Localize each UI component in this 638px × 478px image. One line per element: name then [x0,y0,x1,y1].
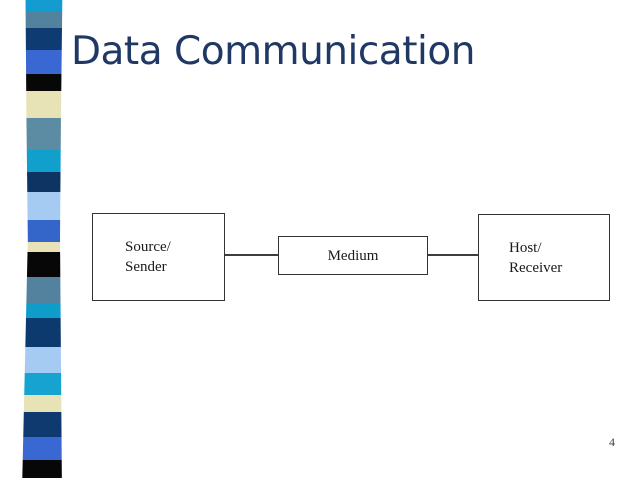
connector-line-medium-host [428,254,478,256]
ribbon-segment [22,28,63,50]
ribbon-segment [22,373,63,395]
ribbon-segment [22,460,63,478]
ribbon-segment [22,192,63,220]
diagram-box-host: Host/ Receiver [478,214,610,301]
ribbon-segment [22,347,63,373]
ribbon-segment [22,11,63,28]
ribbon-segment [22,220,63,242]
ribbon-segment [22,242,63,252]
diagram-box-source-label: Source/ Sender [125,239,171,275]
ribbon-segment [22,412,63,437]
diagram-box-source: Source/ Sender [92,213,225,301]
ribbon-segment [22,91,63,118]
ribbon-segment [22,172,63,192]
ribbon-segment [22,277,63,304]
decorative-ribbon [22,0,63,478]
ribbon-segment [22,437,63,460]
ribbon-segment [22,395,63,412]
ribbon-segment [22,150,63,172]
diagram-box-medium-label: Medium [327,247,379,264]
ribbon-segment [22,318,63,347]
ribbon-segment [22,252,63,277]
ribbon-segment [22,304,63,318]
slide-title: Data Communication [71,29,475,74]
ribbon-segment [22,118,63,150]
diagram-box-host-label: Host/ Receiver [509,239,563,276]
page-number: 4 [609,435,615,449]
connector-line-source-medium [225,254,278,256]
ribbon-segment [22,74,63,91]
ribbon-segment [22,0,63,11]
ribbon-segment [22,50,63,74]
diagram-box-medium: Medium [278,236,428,275]
